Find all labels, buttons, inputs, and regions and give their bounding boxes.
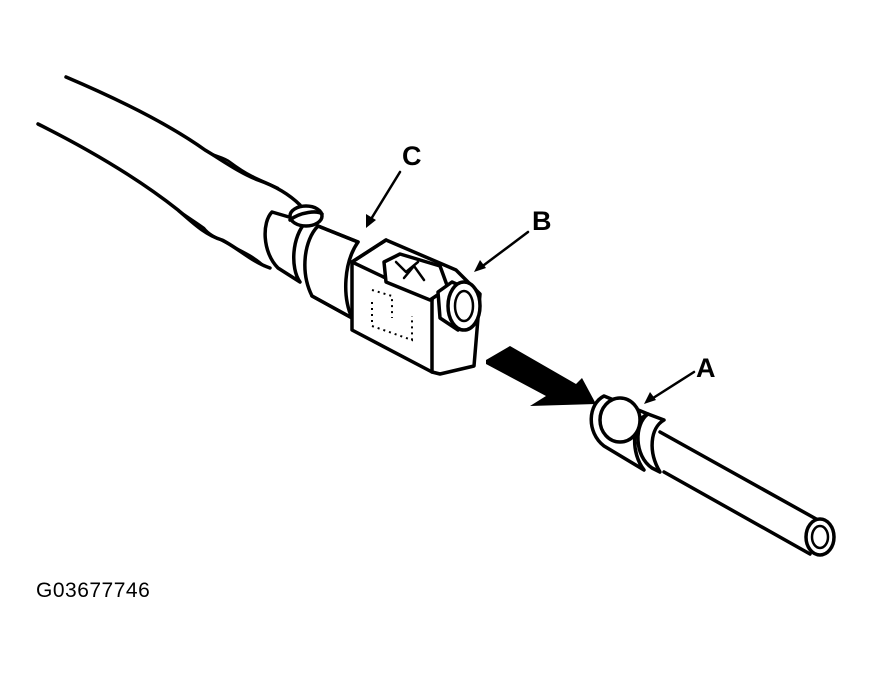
quick-connect-retainer xyxy=(350,238,482,376)
figure-id-label: G03677746 xyxy=(36,579,151,602)
callout-label-a: A xyxy=(696,353,716,383)
callout-leaders xyxy=(366,170,696,404)
callout-label-b: B xyxy=(532,206,552,236)
fuel-pipe xyxy=(589,394,836,557)
direction-arrow xyxy=(486,346,596,406)
hose-fitting xyxy=(263,204,324,284)
fuel-hose xyxy=(36,75,302,270)
callout-label-c: C xyxy=(402,141,422,171)
connector-collar xyxy=(303,224,360,320)
